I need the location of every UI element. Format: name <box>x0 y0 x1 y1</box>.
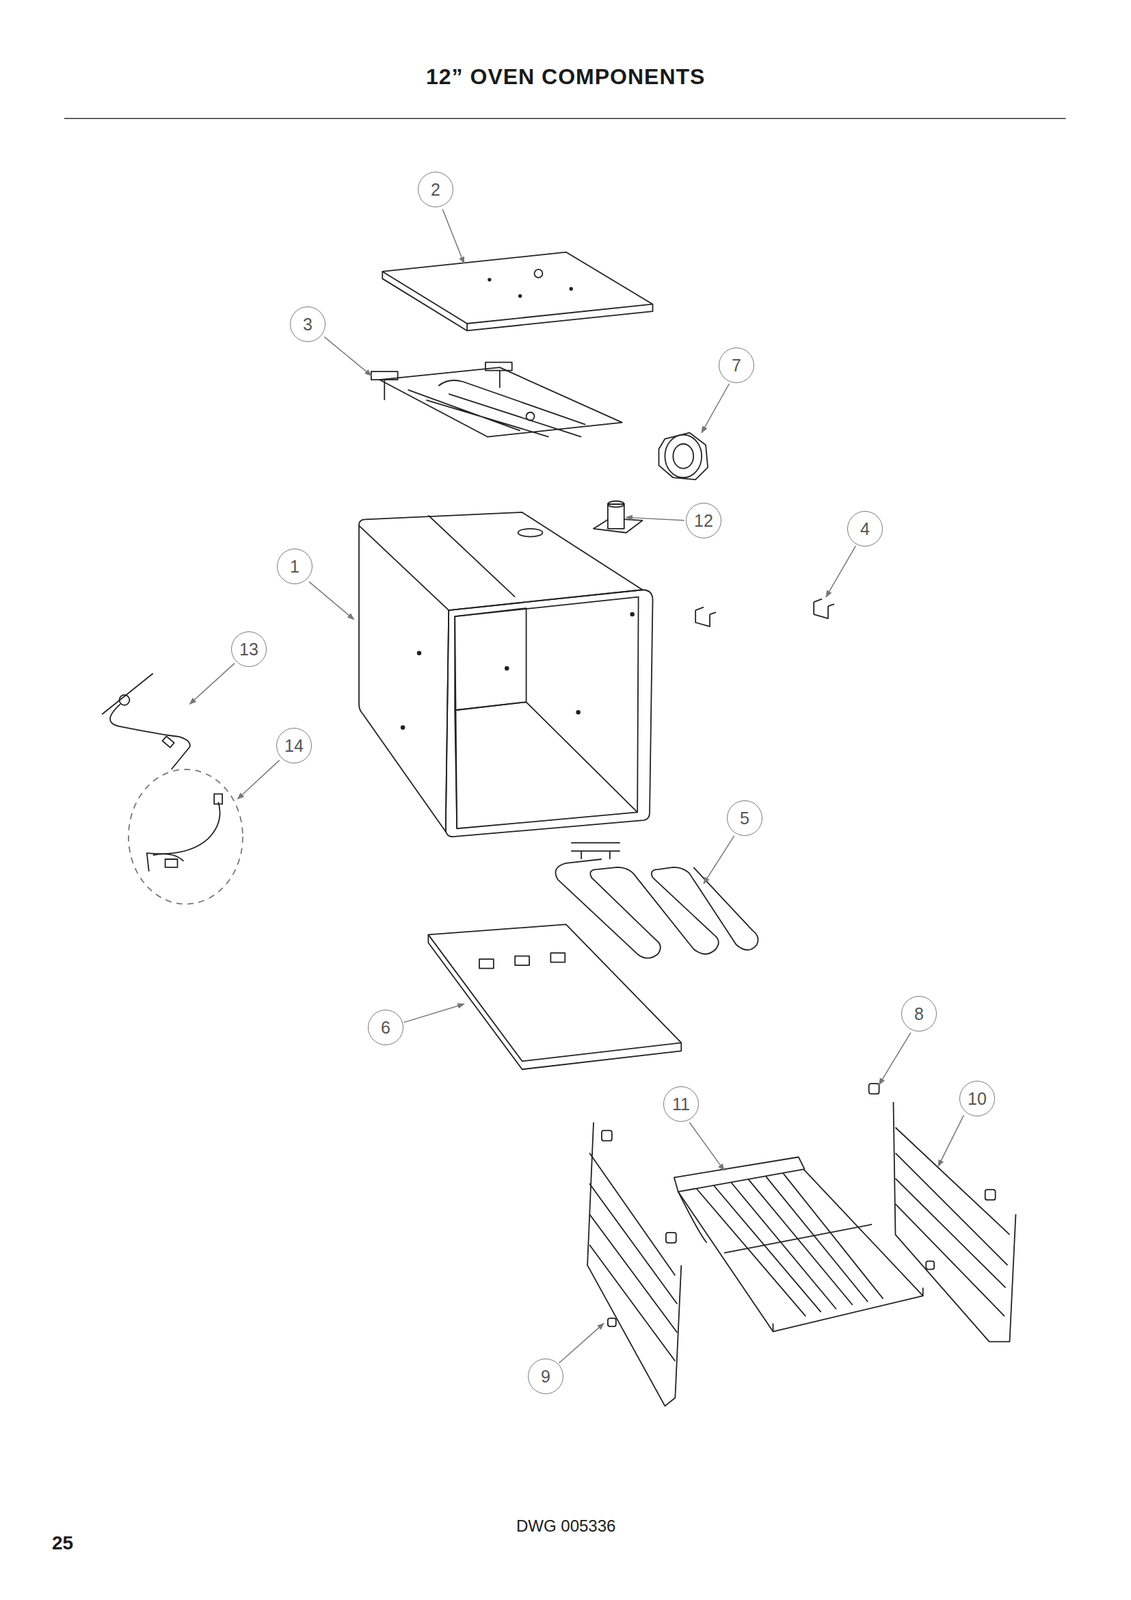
drawing-number: DWG 005336 <box>516 1515 616 1536</box>
callout-number: 11 <box>663 1085 699 1122</box>
callout-number: 7 <box>718 347 755 383</box>
callout-text: 9 <box>540 1367 551 1385</box>
callout-text: 7 <box>731 356 742 375</box>
callout-text: 2 <box>430 181 441 199</box>
callout-number: 12 <box>685 502 722 539</box>
callout-text: 11 <box>672 1095 690 1113</box>
callout-number: 10 <box>959 1080 995 1116</box>
callout-text: 1 <box>289 557 300 576</box>
callout-text: 3 <box>302 315 313 334</box>
title: 12” OVEN COMPONENTS <box>426 64 705 90</box>
page-number: 25 <box>51 1531 74 1554</box>
callout-text: 6 <box>380 1018 391 1036</box>
callout-number: 1 <box>276 548 313 584</box>
callout-number: 5 <box>726 800 763 836</box>
callout-text: 8 <box>914 1005 924 1023</box>
callout-text: 5 <box>739 809 750 827</box>
callout-text: 10 <box>967 1089 987 1108</box>
callout-text: 12 <box>694 512 714 530</box>
callout-text: 14 <box>284 737 304 755</box>
callout-number: 8 <box>901 995 937 1032</box>
callout-number: 14 <box>276 727 312 764</box>
callout-number: 6 <box>367 1009 404 1045</box>
callout-number: 4 <box>847 510 883 547</box>
callout-text: 4 <box>860 520 870 538</box>
callout-number: 9 <box>527 1358 564 1394</box>
callout-number: 3 <box>289 306 326 342</box>
callout-text: 13 <box>239 640 259 658</box>
callout-number: 2 <box>417 171 454 208</box>
callout-number: 13 <box>231 631 267 667</box>
